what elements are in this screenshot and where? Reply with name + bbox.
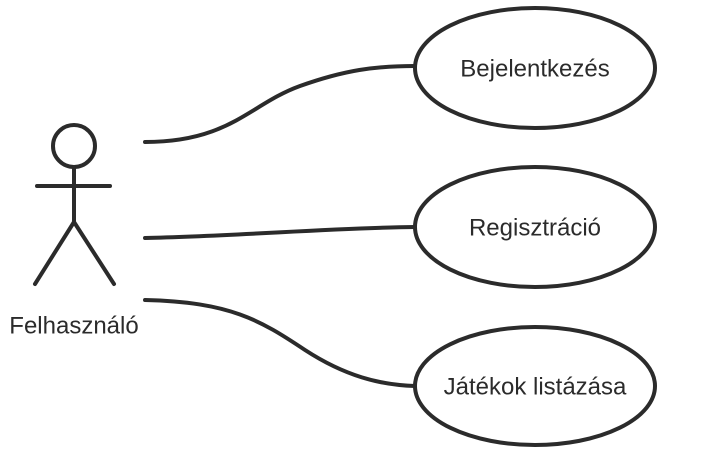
associations bbox=[143, 64, 417, 388]
use-case-list-games[interactable]: Játékok listázása bbox=[413, 325, 657, 447]
use-case-registration[interactable]: Regisztráció bbox=[413, 165, 657, 289]
association-list-games bbox=[143, 298, 417, 388]
stick-figure-icon bbox=[33, 123, 116, 286]
use-case-label: Regisztráció bbox=[469, 214, 601, 241]
association-registration bbox=[143, 225, 417, 240]
actor[interactable]: Felhasználó bbox=[9, 123, 139, 339]
actor-label: Felhasználó bbox=[9, 312, 138, 339]
association-login bbox=[143, 64, 417, 144]
use-case-label: Bejelentkezés bbox=[460, 55, 609, 82]
use-case-login[interactable]: Bejelentkezés bbox=[413, 6, 657, 130]
use-case-label: Játékok listázása bbox=[444, 373, 627, 400]
